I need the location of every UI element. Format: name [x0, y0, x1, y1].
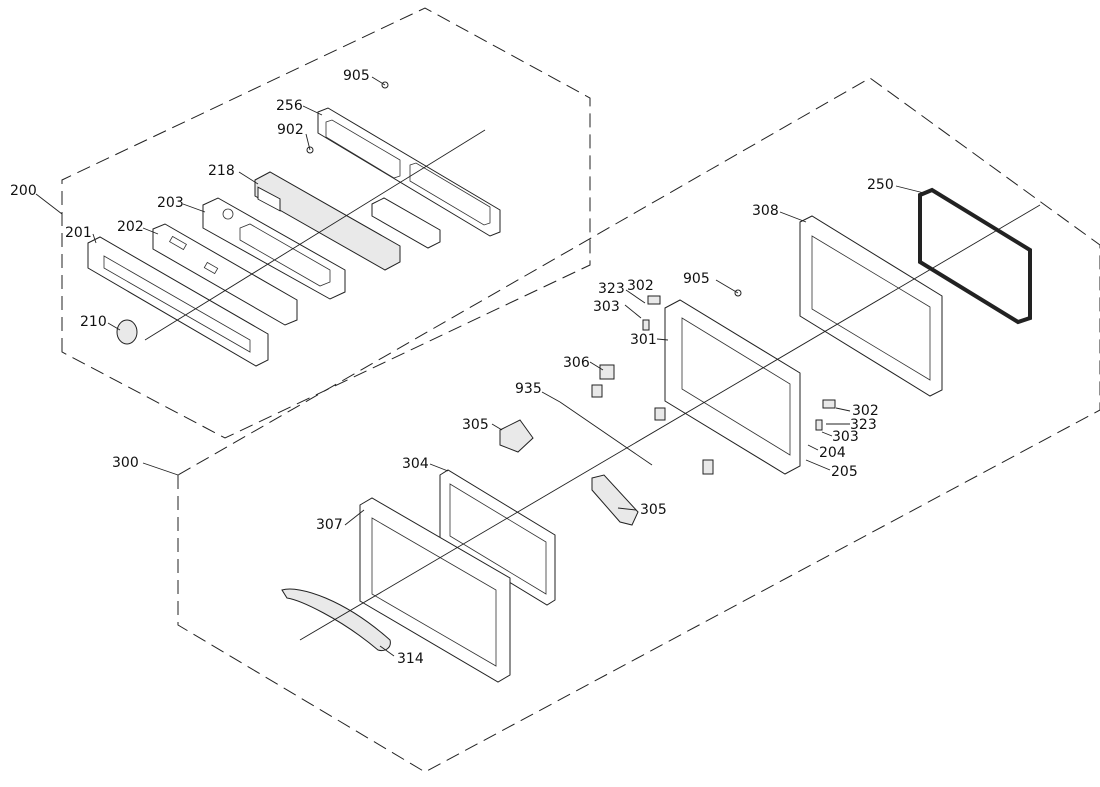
part-301-inner-door	[664, 299, 801, 475]
part-203-frame	[202, 197, 346, 300]
axis-line-200	[144, 129, 486, 341]
label-323-top: 323	[598, 281, 625, 297]
part-305-latch-bottom	[591, 474, 639, 526]
part-302-clip	[647, 295, 661, 305]
label-203: 203	[157, 195, 184, 211]
label-902: 902	[277, 122, 304, 138]
label-905-right: 905	[683, 271, 710, 287]
part-302b-clip	[822, 399, 836, 409]
label-200: 200	[10, 183, 37, 199]
part-202-panel	[152, 223, 298, 326]
part-201-fascia	[87, 236, 269, 367]
part-303b-spring	[815, 419, 823, 431]
label-250: 250	[867, 177, 894, 193]
label-303-right: 303	[832, 429, 859, 445]
label-302-top: 302	[627, 278, 654, 294]
label-210: 210	[80, 314, 107, 330]
label-307: 307	[316, 517, 343, 533]
part-256-bracket	[317, 107, 501, 237]
label-308: 308	[752, 203, 779, 219]
group-300-boundary	[177, 77, 1100, 773]
label-905-top: 905	[343, 68, 370, 84]
label-303-top: 303	[593, 299, 620, 315]
group-200-boundary	[61, 7, 591, 439]
label-305-bottom: 305	[640, 502, 667, 518]
part-labels: 200 905 256 902 218 203 202 201 210 250 …	[10, 68, 894, 667]
label-218: 218	[208, 163, 235, 179]
part-hinge-block-2	[702, 459, 714, 475]
label-300: 300	[112, 455, 139, 471]
part-305-latch-top	[499, 419, 534, 453]
label-302-right: 302	[852, 403, 879, 419]
part-314-handle	[281, 588, 391, 651]
label-205: 205	[831, 464, 858, 480]
label-202: 202	[117, 219, 144, 235]
label-201: 201	[65, 225, 92, 241]
label-314: 314	[397, 651, 424, 667]
label-323-right: 323	[850, 417, 877, 433]
part-218-pcb	[254, 171, 441, 271]
label-256: 256	[276, 98, 303, 114]
label-204: 204	[819, 445, 846, 461]
part-306-hinge	[599, 364, 615, 380]
part-306b-hinge	[591, 384, 603, 398]
label-935: 935	[515, 381, 542, 397]
label-305-top: 305	[462, 417, 489, 433]
part-hinge-block	[654, 407, 666, 421]
part-303-spring	[642, 319, 650, 331]
part-307-outer-door	[359, 497, 511, 683]
label-304: 304	[402, 456, 429, 472]
part-308-frame	[799, 215, 943, 397]
leader-lines	[35, 76, 925, 657]
label-301: 301	[630, 332, 657, 348]
label-306: 306	[563, 355, 590, 371]
part-250-seal	[918, 187, 1032, 325]
axis-line-300	[299, 204, 1041, 641]
part-210-knob	[116, 319, 138, 345]
